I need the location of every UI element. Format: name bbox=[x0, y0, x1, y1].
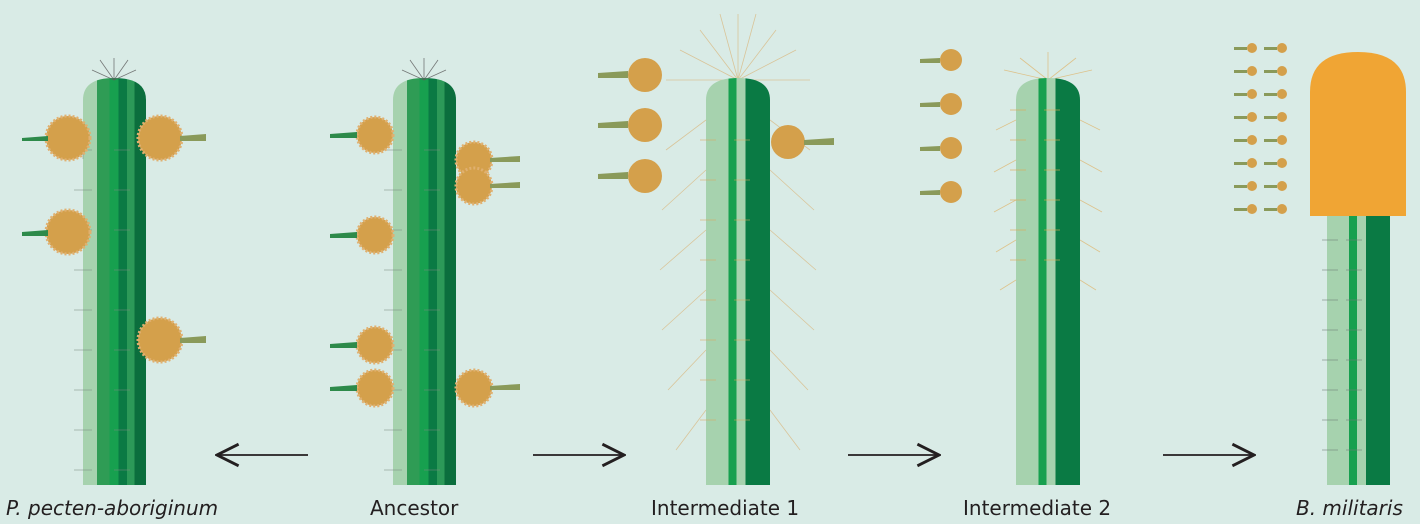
label-b-militaris: B. militaris bbox=[1296, 496, 1403, 524]
cactus-ancestor bbox=[330, 58, 520, 485]
label-intermediate-2: Intermediate 2 bbox=[963, 496, 1111, 524]
flower-buds bbox=[920, 49, 962, 203]
cephalium bbox=[1310, 52, 1406, 216]
label-p-pecten-aboriginum: P. pecten-aboriginum bbox=[6, 496, 218, 524]
cactus-b-militaris bbox=[1234, 43, 1406, 485]
top-spines bbox=[402, 58, 446, 80]
label-intermediate-1: Intermediate 1 bbox=[651, 496, 799, 524]
label-ancestor: Ancestor bbox=[370, 496, 458, 524]
cactus-intermediate-2 bbox=[920, 49, 1102, 485]
cactus-intermediate-1 bbox=[598, 14, 834, 485]
top-spines bbox=[92, 58, 136, 80]
fruit-buds bbox=[1234, 43, 1287, 214]
cactus-p-pecten-aboriginum bbox=[22, 58, 206, 485]
